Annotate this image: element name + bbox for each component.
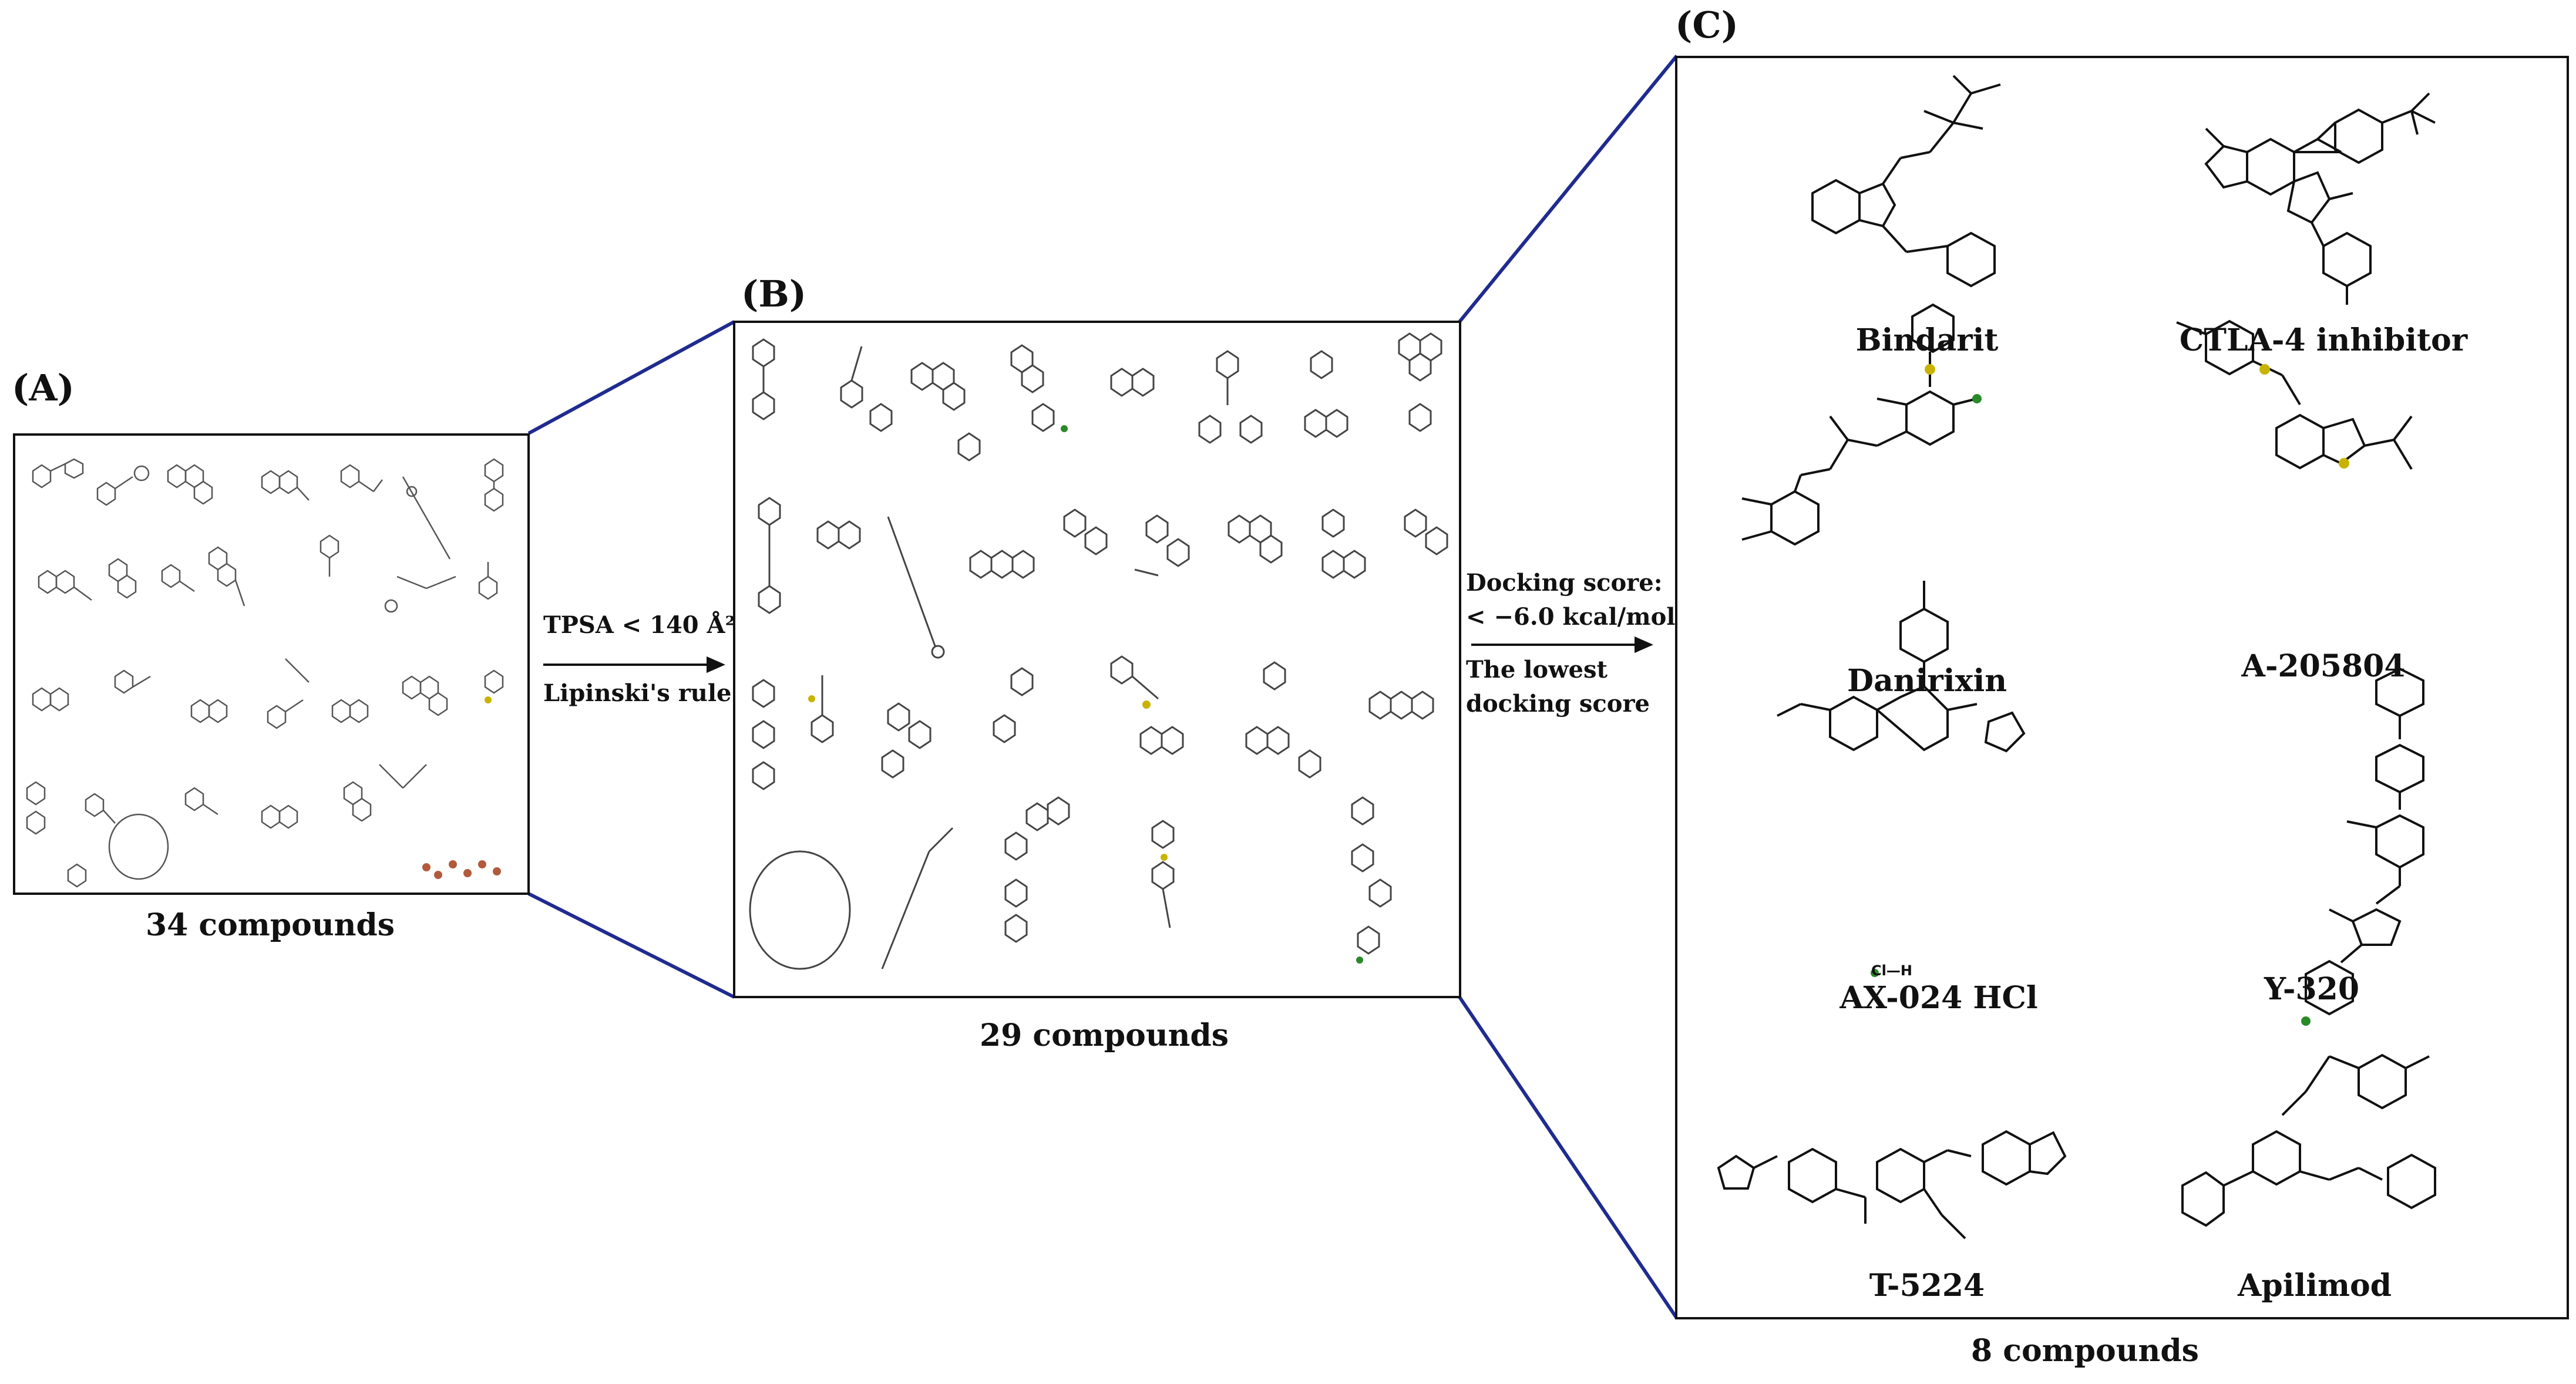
panel-c-structures bbox=[1717, 75, 2436, 1240]
connector-a-b-top bbox=[527, 320, 735, 435]
compound-name-ctla4-inhibitor: CTLA-4 inhibitor bbox=[2179, 322, 2468, 358]
filter-2-line4: docking score bbox=[1466, 690, 1650, 718]
compound-name-apilimod: Apilimod bbox=[2237, 1268, 2392, 1304]
filter-1-line1: TPSA < 140 Å² bbox=[543, 611, 736, 639]
filter-2-line2: < −6.0 kcal/mol bbox=[1466, 603, 1676, 631]
a205804-structure bbox=[2176, 319, 2413, 470]
compound-name-t5224: T-5224 bbox=[1869, 1268, 1985, 1304]
arrow-1-head bbox=[707, 656, 725, 674]
a205804-sulfur-s2-icon bbox=[2339, 458, 2349, 469]
panel-b-count: 29 compounds bbox=[979, 1018, 1229, 1053]
compound-name-danirixin: Danirixin bbox=[1847, 663, 2007, 699]
panel-b-structure-collage bbox=[749, 332, 1448, 970]
danirixin-chlorine-icon bbox=[1972, 394, 1982, 403]
connector-b-c-bottom bbox=[1458, 996, 1679, 1319]
t5224-structure bbox=[1717, 1130, 2067, 1240]
panel-b-letter: (B) bbox=[741, 272, 807, 315]
compound-name-bindarit: Bindarit bbox=[1855, 322, 1999, 358]
compound-name-ax024-hcl: AX-024 HCl bbox=[1839, 980, 2038, 1016]
panel-a-count: 34 compounds bbox=[145, 907, 395, 943]
filter-2-line3: The lowest bbox=[1466, 656, 1608, 683]
ctla4-structure bbox=[2204, 92, 2436, 305]
panel-a-letter: (A) bbox=[12, 366, 75, 409]
panel-c-count: 8 compounds bbox=[1971, 1333, 2199, 1369]
panel-a-structure-collage bbox=[26, 458, 504, 888]
connector-a-b-bottom bbox=[527, 892, 735, 999]
connector-b-c-top bbox=[1458, 55, 1679, 323]
hcl-chlorine-icon bbox=[1871, 969, 1879, 977]
y320-structure bbox=[2305, 667, 2424, 1016]
apilimod-structure bbox=[2181, 1053, 2436, 1227]
danirixin-sulfur-icon bbox=[1925, 364, 1935, 375]
panel-c-letter: (C) bbox=[1675, 4, 1739, 46]
hcl-label: Cl—H bbox=[1871, 962, 1912, 979]
filter-1-line2: Lipinski's rule bbox=[543, 679, 732, 707]
compound-name-y320: Y-320 bbox=[2264, 971, 2360, 1007]
filter-2-line1: Docking score: bbox=[1466, 569, 1663, 597]
arrow-2-head bbox=[1635, 636, 1653, 654]
ax024-structure bbox=[1777, 581, 2026, 753]
a205804-sulfur-s1-icon bbox=[2259, 364, 2270, 375]
bindarit-structure bbox=[1811, 75, 2001, 288]
danirixin-structure bbox=[1741, 303, 1978, 546]
panel-c-box: Cl—H Bindarit CTLA-4 inhibitor Danirixin… bbox=[1675, 56, 2569, 1319]
panel-b-box bbox=[733, 321, 1461, 998]
y320-chlorine-icon bbox=[2301, 1016, 2311, 1026]
compound-name-a205804: A-205804 bbox=[2241, 648, 2406, 684]
panel-a-box bbox=[13, 433, 530, 895]
